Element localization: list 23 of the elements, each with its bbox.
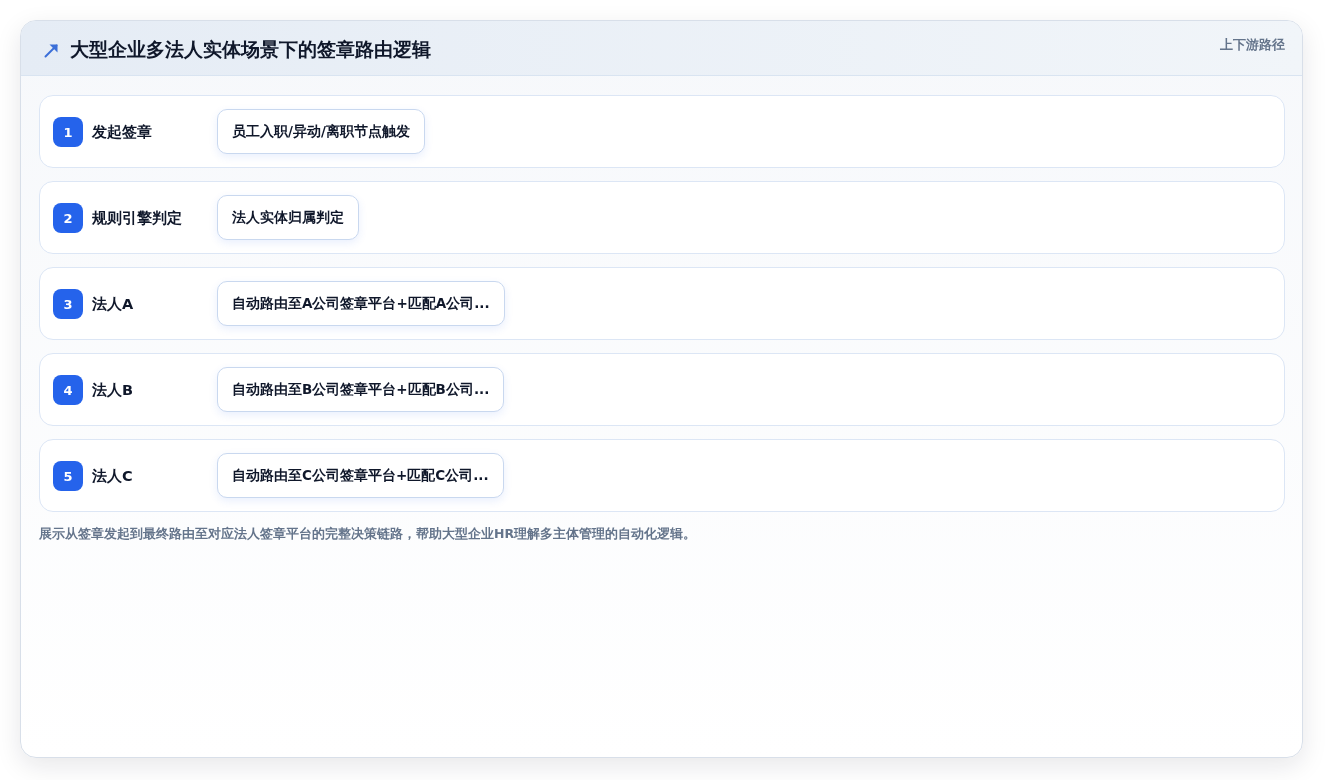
detail-tag: 员工入职/异动/离职节点触发 <box>217 109 425 154</box>
detail-tag: 法人实体归属判定 <box>217 195 359 240</box>
step-row <box>39 95 1285 168</box>
step-number-badge: 1 <box>53 117 83 147</box>
detail-tag: 自动路由至C公司签章平台+匹配C公司... <box>217 453 504 498</box>
detail-tag: 自动路由至A公司签章平台+匹配A公司... <box>217 281 505 326</box>
step-row <box>39 439 1285 512</box>
caption-text: 展示从签章发起到最终路由至对应法人签章平台的完整决策链路，帮助大型企业HR理解多主体管理的自动化逻辑。 <box>39 526 697 543</box>
step-label: 法人B <box>92 380 134 399</box>
step-number-badge: 4 <box>53 375 83 405</box>
step-row <box>39 267 1285 340</box>
detail-tag: 自动路由至B公司签章平台+匹配B公司... <box>217 367 505 412</box>
step-row <box>39 353 1285 426</box>
step-label: 法人A <box>92 294 134 313</box>
step-number-badge: 3 <box>53 289 83 319</box>
step-number-badge: 5 <box>53 461 83 491</box>
diagram-title: 大型企业多法人实体场景下的签章路由逻辑 <box>70 37 431 62</box>
step-label: 法人C <box>92 466 133 485</box>
step-label: 规则引擎判定 <box>92 208 182 227</box>
step-number-badge: 2 <box>53 203 83 233</box>
header-note: 上下游路径 <box>1220 36 1285 54</box>
step-label: 发起签章 <box>92 122 152 141</box>
step-row <box>39 181 1285 254</box>
